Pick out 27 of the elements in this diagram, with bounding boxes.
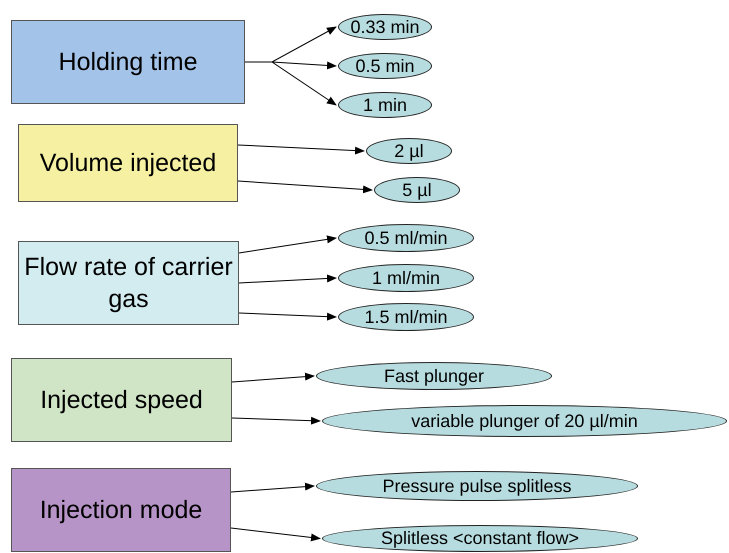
arrow: [238, 274, 337, 284]
arrow: [238, 235, 337, 254]
value-ellipse: Fast plunger: [316, 362, 552, 390]
parameter-box: Volume injected: [18, 124, 238, 202]
value-ellipse: 1 min: [338, 92, 432, 118]
value-ellipse: 2 µl: [366, 138, 452, 164]
arrow: [238, 180, 373, 194]
arrow: [230, 482, 315, 492]
value-ellipse: 0.33 min: [338, 14, 432, 40]
parameter-box: Holding time: [11, 20, 245, 104]
arrow: [238, 312, 337, 321]
value-ellipse: 1 ml/min: [338, 264, 474, 292]
arrow: [232, 372, 315, 382]
value-ellipse: 1.5 ml/min: [338, 303, 474, 331]
value-ellipse: Pressure pulse splitless: [316, 471, 638, 501]
arrow: [232, 416, 321, 425]
parameter-box: Injected speed: [11, 358, 232, 442]
arrow: [230, 528, 321, 542]
arrow: [244, 62, 337, 106]
parameter-box: Injection mode: [11, 468, 231, 552]
value-ellipse: variable plunger of 20 µl/min: [322, 405, 727, 437]
value-ellipse: Splitless <constant flow>: [322, 525, 638, 552]
value-ellipse: 0.5 ml/min: [338, 224, 474, 252]
value-ellipse: 5 µl: [374, 177, 460, 203]
arrow: [238, 144, 365, 155]
parameter-box: Flow rate of carrier gas: [18, 241, 239, 325]
value-ellipse: 0.5 min: [338, 53, 432, 79]
